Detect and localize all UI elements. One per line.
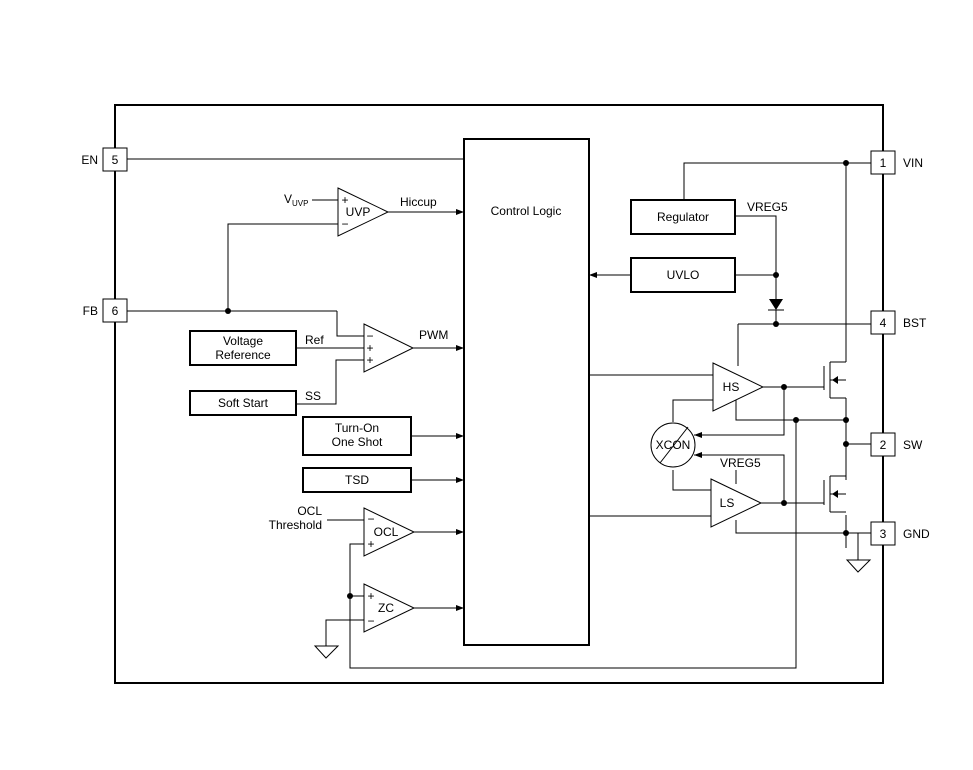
pwm-comparator: − + + xyxy=(363,323,415,373)
pin-bst-number: 4 xyxy=(880,316,887,330)
zc-plus: + xyxy=(367,589,374,603)
pin-en-label: EN xyxy=(81,153,98,167)
voltage-reference-block: Voltage Reference xyxy=(189,330,297,366)
pin-sw-label: SW xyxy=(903,438,923,452)
pin-fb-number: 6 xyxy=(112,304,119,318)
xcon-label: XCON xyxy=(656,438,691,452)
ground-icon xyxy=(845,559,872,573)
turn-on-one-shot-block: Turn-On One Shot xyxy=(302,416,412,456)
zc-label: ZC xyxy=(378,601,394,615)
junctions xyxy=(225,160,849,599)
soft-start-label: Soft Start xyxy=(218,396,269,410)
ocl-comparator: OCL − + xyxy=(363,507,416,557)
tsd-label: TSD xyxy=(345,473,369,487)
pin-vin-label: VIN xyxy=(903,156,923,170)
pin-en: 5 EN xyxy=(81,147,128,172)
uvp-comparator: UVP + − xyxy=(337,187,390,237)
uvp-plus: + xyxy=(341,193,348,207)
pwm-plus-ref: + xyxy=(366,341,373,355)
high-side-mosfet xyxy=(823,361,846,399)
pin-vin: 1 VIN xyxy=(870,150,923,175)
vreg5-ls-label: VREG5 xyxy=(720,456,761,470)
pwm-plus-ss: + xyxy=(366,353,373,367)
ocl-threshold-line1: OCL xyxy=(297,504,322,518)
tsd-block: TSD xyxy=(302,467,412,493)
xcon-block: XCON xyxy=(650,422,696,468)
control-logic-block: Control Logic xyxy=(463,138,590,646)
ocl-minus: − xyxy=(367,512,374,526)
pwm-minus: − xyxy=(366,329,373,343)
uvlo-label: UVLO xyxy=(667,268,700,282)
hiccup-label: Hiccup xyxy=(400,195,437,209)
ls-label: LS xyxy=(720,496,735,510)
ref-label: Ref xyxy=(305,333,324,347)
pin-en-number: 5 xyxy=(112,153,119,167)
turn-on-line2: One Shot xyxy=(332,435,383,449)
uvp-minus: − xyxy=(341,217,348,231)
hs-driver: HS xyxy=(712,362,765,412)
voltage-reference-line2: Reference xyxy=(215,348,271,362)
low-side-mosfet xyxy=(823,475,846,513)
chip-outline xyxy=(114,104,884,684)
uvp-label: UVP xyxy=(346,205,371,219)
ocl-plus: + xyxy=(367,537,374,551)
vuvp-label: VUVP xyxy=(284,192,308,208)
wires xyxy=(127,158,871,669)
ocl-threshold-line2: Threshold xyxy=(269,518,322,532)
ground-icon xyxy=(313,645,340,659)
bootstrap-diode xyxy=(768,299,784,311)
zc-minus: − xyxy=(367,614,374,628)
voltage-reference-line1: Voltage xyxy=(223,334,263,348)
ocl-label: OCL xyxy=(374,525,399,539)
pin-bst: 4 BST xyxy=(870,310,927,335)
ls-driver: LS xyxy=(710,478,763,528)
regulator-label: Regulator xyxy=(657,210,709,224)
pwm-label: PWM xyxy=(419,328,448,342)
regulator-block: Regulator xyxy=(630,199,736,235)
ss-label: SS xyxy=(305,389,321,403)
pin-bst-label: BST xyxy=(903,316,927,330)
pin-gnd: 3 GND xyxy=(870,521,930,546)
vreg5-top-label: VREG5 xyxy=(747,200,788,214)
zc-comparator: ZC + − xyxy=(363,583,416,633)
pin-fb-label: FB xyxy=(83,304,98,318)
pin-fb: 6 FB xyxy=(83,298,128,323)
pin-gnd-number: 3 xyxy=(880,527,887,541)
soft-start-block: Soft Start xyxy=(189,390,297,416)
control-logic-label: Control Logic xyxy=(491,204,562,218)
pin-sw-number: 2 xyxy=(880,438,887,452)
uvlo-block: UVLO xyxy=(630,257,736,293)
hs-label: HS xyxy=(723,380,740,394)
pin-gnd-label: GND xyxy=(903,527,930,541)
pin-sw: 2 SW xyxy=(870,432,923,457)
turn-on-line1: Turn-On xyxy=(335,421,379,435)
pin-vin-number: 1 xyxy=(880,156,887,170)
